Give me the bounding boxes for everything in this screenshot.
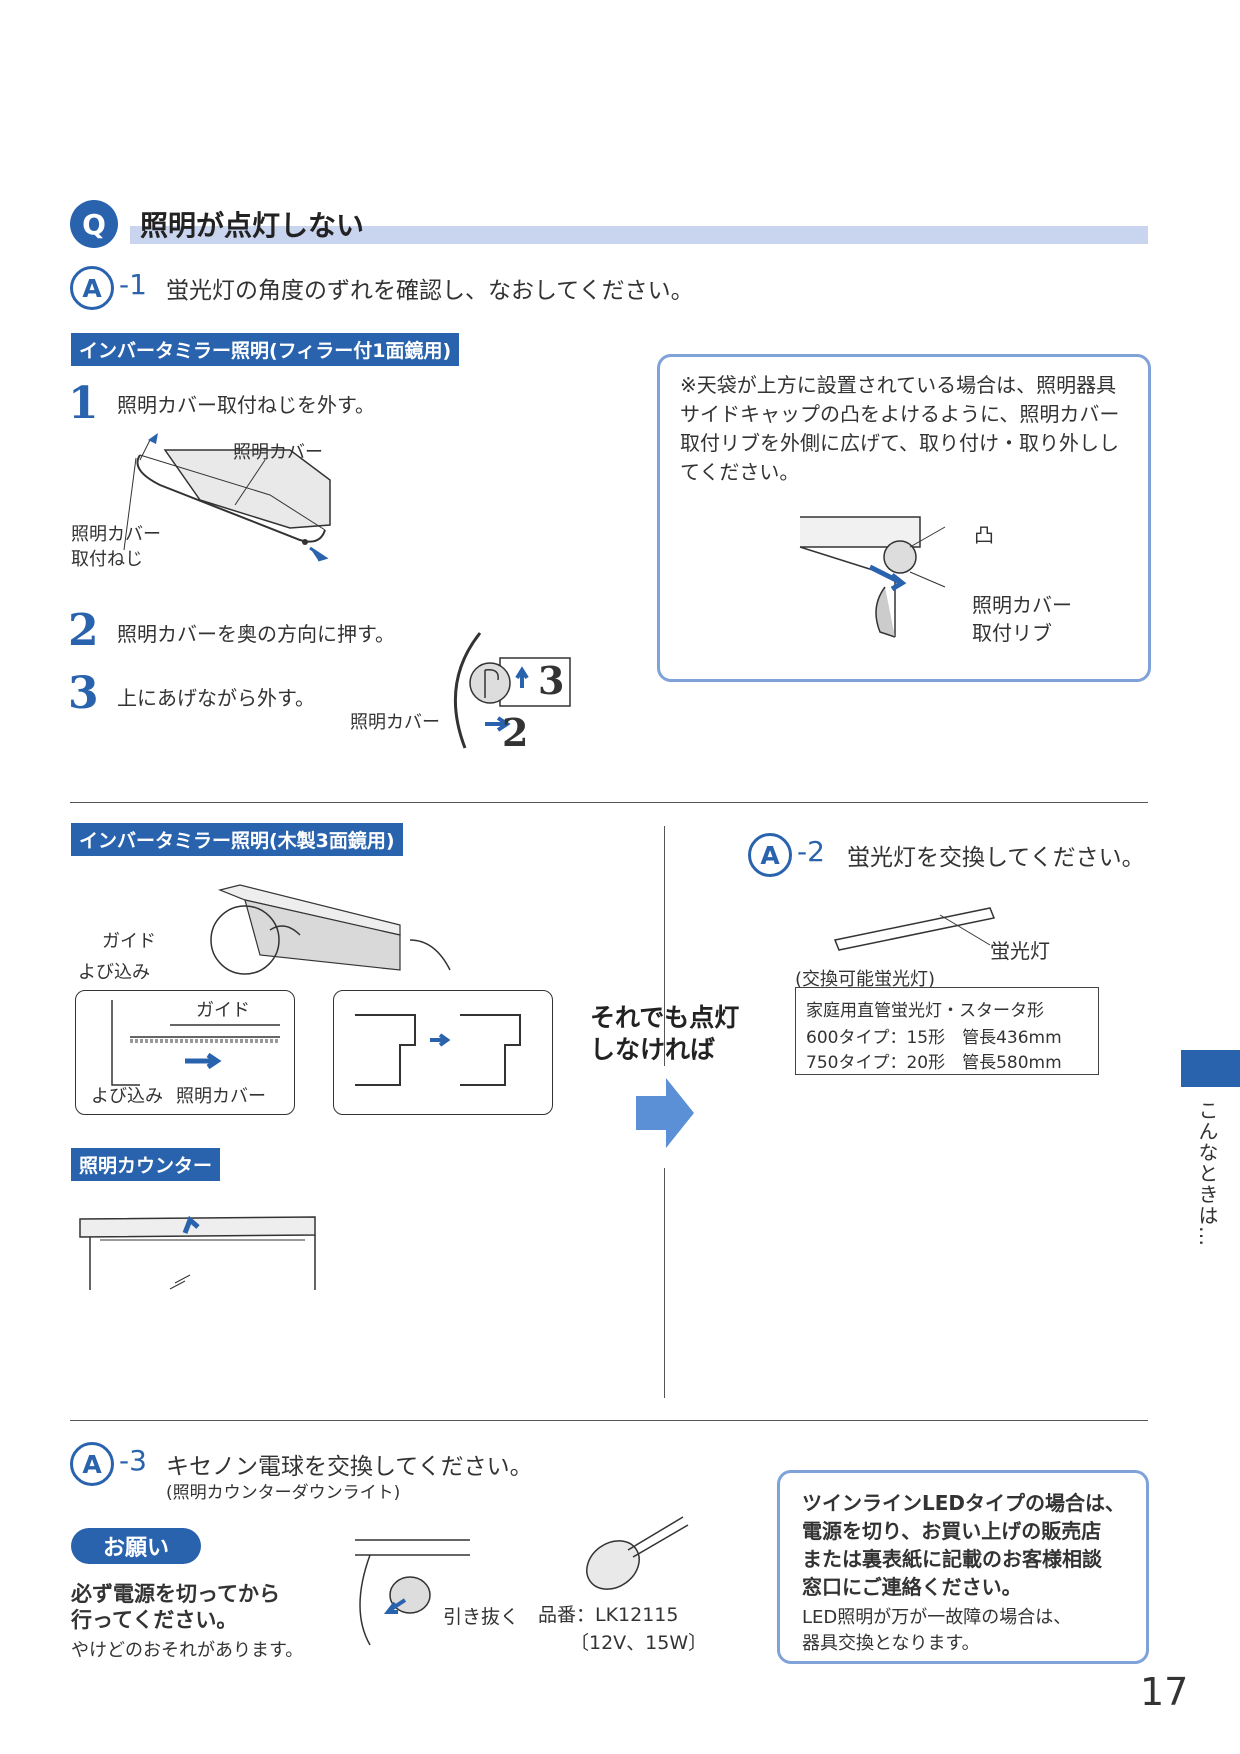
- a1-text: 蛍光灯の角度のずれを確認し、なおしてください。: [166, 278, 694, 304]
- side-cap-illustration: [799, 516, 946, 638]
- wood-detail-box-1: [75, 990, 295, 1115]
- ceiling-note-text: ※天袋が上方に設置されている場合は、照明器具サイドキャップの凸をよけるように、照…: [680, 373, 1120, 484]
- a3-subtext: (照明カウンターダウンライト): [166, 1483, 401, 1503]
- led-line2: 電源を切り、お買い上げの販売店: [802, 1519, 1102, 1543]
- step-2-text: 照明カバーを奥の方向に押す。: [117, 622, 395, 646]
- question-header: Q 照明が点灯しない: [70, 200, 1148, 248]
- page-title: 照明が点灯しない: [140, 209, 365, 242]
- detail-guide-label: ガイド: [196, 1000, 250, 1021]
- a2-text: 蛍光灯を交換してください。: [847, 845, 1145, 871]
- onegai-line3: やけどのおそれがあります。: [71, 1640, 304, 1661]
- side-tab: [1181, 1050, 1240, 1087]
- screw-label-line1: 照明カバー: [71, 524, 161, 545]
- led-line6: 器具交換となります。: [802, 1633, 980, 1654]
- rib-label-line1: 照明カバー: [972, 593, 1072, 617]
- a1-number: -1: [119, 268, 147, 301]
- wood-detail-box-2: [333, 990, 553, 1115]
- detail-yobikomi-label: よび込み: [91, 1086, 163, 1107]
- bulb-rating: 〔12V、15W〕: [570, 1632, 708, 1654]
- led-line3: または裏表紙に記載のお客様相談: [802, 1547, 1102, 1571]
- led-line5: LED照明が万が一故障の場合は、: [802, 1607, 1072, 1628]
- screw-label-line2: 取付ねじ: [71, 549, 143, 570]
- bulb-part-number: 品番：LK12115: [538, 1604, 679, 1626]
- spec-line-3: 750タイプ：20形 管長580mm: [806, 1053, 1062, 1073]
- vertical-divider-top: [664, 826, 665, 1066]
- a3-number: -3: [119, 1444, 147, 1477]
- tube-spec-box: 家庭用直管蛍光灯・スタータ形 600タイプ：15形 管長436mm 750タイプ…: [795, 987, 1099, 1075]
- a3-text: キセノン電球を交換してください。: [166, 1454, 533, 1480]
- section-label-counter: 照明カウンター: [71, 1148, 221, 1181]
- then-text-line1: それでも点灯: [590, 1003, 740, 1032]
- step-2-number: 2: [68, 605, 99, 656]
- section-divider-1: [70, 802, 1148, 803]
- a3-badge: A: [70, 1442, 114, 1486]
- q-badge: Q: [70, 200, 118, 248]
- replaceable-label: (交換可能蛍光灯): [795, 969, 936, 990]
- downlight-pull-illustration: [355, 1539, 470, 1646]
- side-tab-text: こんなときは…: [1195, 1100, 1219, 1247]
- step-3-text: 上にあげながら外す。: [117, 686, 315, 710]
- xenon-bulb-illustration: [586, 1516, 689, 1590]
- ceiling-note-box: ※天袋が上方に設置されている場合は、照明器具サイドキャップの凸をよけるように、照…: [657, 354, 1151, 682]
- a2-number: -2: [797, 835, 825, 868]
- guide-label: ガイド: [102, 931, 156, 952]
- cover-label: 照明カバー: [233, 442, 323, 463]
- rib-label-line2: 取付リブ: [972, 621, 1052, 645]
- onegai-badge: お願い: [71, 1528, 201, 1564]
- slide-detail-illustration: [111, 1000, 280, 1086]
- next-arrow-icon: [636, 1078, 694, 1148]
- led-note-box: ツインラインLEDタイプの場合は、 電源を切り、お買い上げの販売店 または裏表紙…: [777, 1470, 1149, 1664]
- led-line4: 窓口にご連絡ください。: [802, 1575, 1022, 1599]
- onegai-line1: 必ず電源を切ってから: [71, 1582, 280, 1606]
- then-text-line2: しなければ: [590, 1035, 716, 1064]
- spec-line-1: 家庭用直管蛍光灯・スタータ形: [806, 1001, 1044, 1021]
- onegai-line2: 行ってください。: [71, 1608, 238, 1632]
- step-1-number: 1: [68, 378, 99, 429]
- wood-mirror-illustration: [210, 884, 451, 975]
- counter-light-illustration: [79, 1215, 316, 1290]
- title-underline-bar: [130, 226, 1148, 244]
- led-line1: ツインラインLEDタイプの場合は、: [802, 1491, 1126, 1515]
- section-label-filler: インバータミラー照明(フィラー付1面鏡用): [71, 333, 460, 366]
- section-label-wood: インバータミラー照明(木製3面鏡用): [71, 823, 403, 856]
- section-divider-2: [70, 1420, 1148, 1421]
- push-lift-illustration: [453, 632, 571, 749]
- spec-line-2: 600タイプ：15形 管長436mm: [806, 1028, 1062, 1048]
- rib-slide-illustration: [355, 1014, 521, 1086]
- detail-cover-label: 照明カバー: [176, 1086, 266, 1107]
- pull-label: 引き抜く: [443, 1606, 520, 1628]
- convex-label: 凸: [974, 523, 994, 547]
- vertical-divider-bottom: [664, 1168, 665, 1398]
- fluorescent-tube-illustration: [833, 907, 996, 951]
- page-number: 17: [1140, 1670, 1189, 1714]
- fig-mark-3: 3: [538, 658, 565, 703]
- step-3-number: 3: [68, 668, 99, 719]
- fig-mark-2: 2: [502, 710, 529, 755]
- cover-screw-illustration: [123, 433, 331, 562]
- a2-badge: A: [748, 833, 792, 877]
- then-text: それでも点灯 しなければ: [590, 1002, 739, 1066]
- a1-badge: A: [70, 266, 114, 310]
- tube-label: 蛍光灯: [990, 939, 1050, 963]
- fig2-cover-label: 照明カバー: [350, 712, 440, 733]
- step-1-text: 照明カバー取付ねじを外す。: [117, 393, 375, 417]
- yobikomi-label: よび込み: [78, 962, 150, 983]
